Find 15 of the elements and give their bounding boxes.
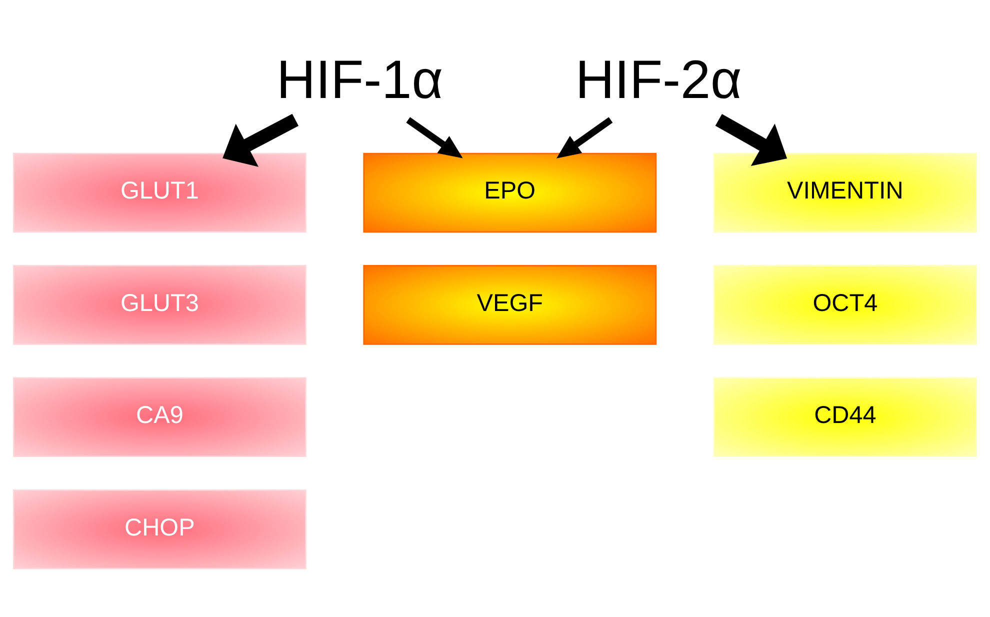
node-box: CA9 xyxy=(13,376,306,457)
node-box: VIMENTIN xyxy=(713,152,977,232)
node-box: GLUT3 xyxy=(13,264,306,344)
node-box: EPO xyxy=(363,152,657,232)
arrow xyxy=(222,113,299,166)
node-box: OCT4 xyxy=(713,264,977,344)
node-text: HIF-2α xyxy=(575,50,742,110)
node-box: CD44 xyxy=(713,376,977,457)
arrow xyxy=(406,116,463,158)
node-box: GLUT1 xyxy=(13,152,306,232)
node-box: CHOP xyxy=(13,489,306,569)
arrow xyxy=(556,116,613,158)
arrow xyxy=(715,113,788,166)
node-text: HIF-1α xyxy=(276,50,444,110)
node-box: VEGF xyxy=(363,264,657,344)
